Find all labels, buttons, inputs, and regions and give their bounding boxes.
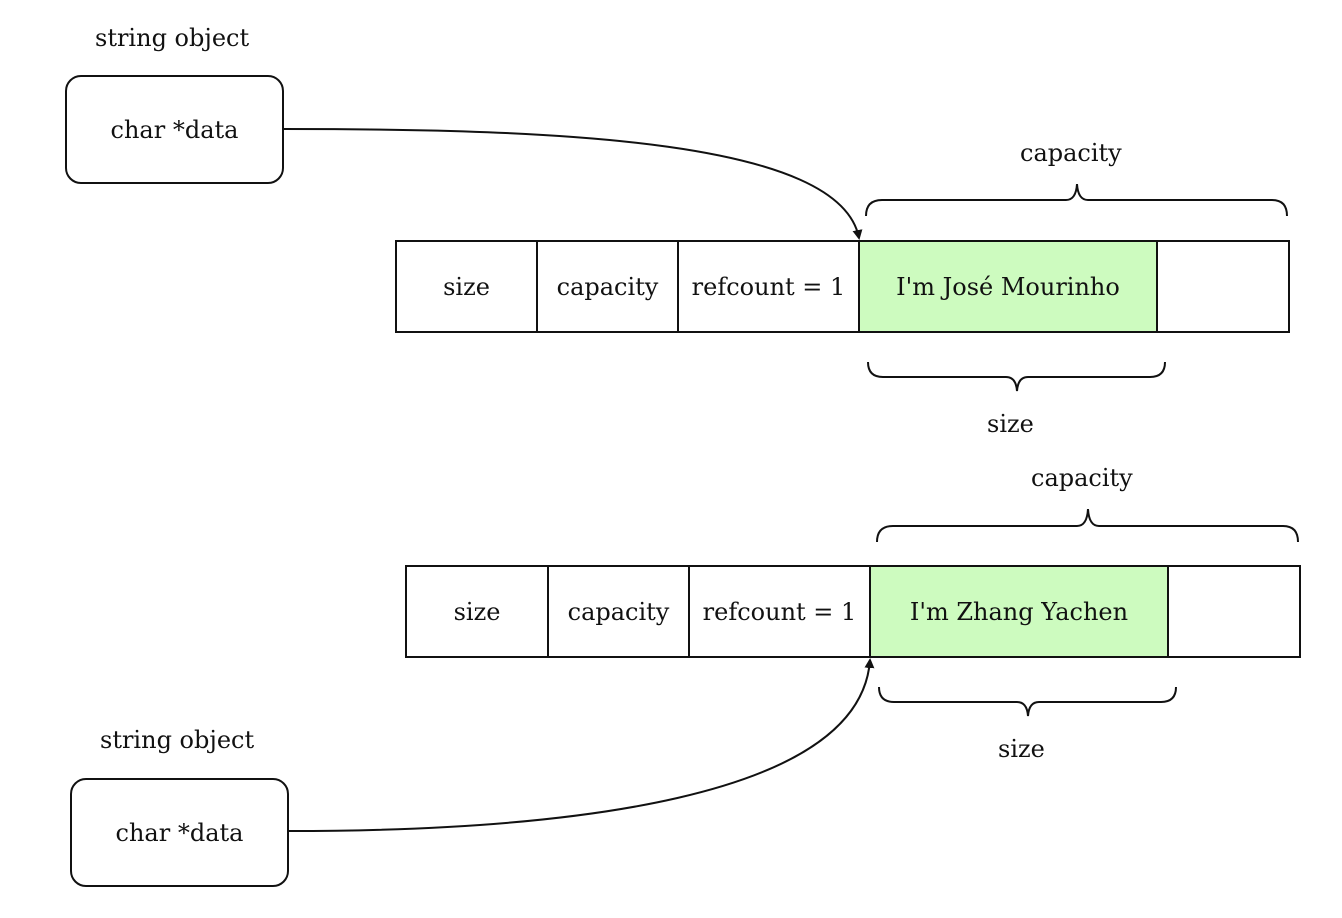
bottom-cell-data: I'm Zhang Yachen [869, 565, 1169, 658]
top-size-brace-label: size [987, 410, 1034, 438]
bottom-object-label: string object [100, 726, 255, 754]
top-object-label: string object [95, 24, 250, 52]
top-pointer-arrow [283, 128, 863, 240]
bottom-buffer: size capacity refcount = 1 I'm Zhang Yac… [405, 565, 1301, 658]
top-cell-size: size [395, 240, 538, 333]
bottom-pointer-arrow [288, 658, 875, 832]
bottom-object-box: char *data [70, 778, 289, 887]
bottom-capacity-brace [876, 508, 1299, 543]
top-buffer: size capacity refcount = 1 I'm José Mour… [395, 240, 1290, 333]
bottom-cell-size: size [405, 565, 549, 658]
bottom-size-brace [878, 686, 1177, 717]
bottom-cell-empty [1167, 565, 1301, 658]
top-cell-capacity: capacity [536, 240, 679, 333]
bottom-cell-refcount: refcount = 1 [688, 565, 871, 658]
top-object-box: char *data [65, 75, 284, 184]
top-size-brace [867, 361, 1166, 392]
top-cell-refcount: refcount = 1 [677, 240, 860, 333]
bottom-capacity-brace-label: capacity [1031, 464, 1133, 492]
bottom-cell-capacity: capacity [547, 565, 690, 658]
top-pointer-label: char *data [110, 115, 239, 144]
top-cell-data: I'm José Mourinho [858, 240, 1158, 333]
bottom-size-brace-label: size [998, 735, 1045, 763]
bottom-pointer-label: char *data [115, 818, 244, 847]
top-capacity-brace-label: capacity [1020, 139, 1122, 167]
top-capacity-brace [865, 183, 1288, 217]
top-cell-empty [1156, 240, 1290, 333]
